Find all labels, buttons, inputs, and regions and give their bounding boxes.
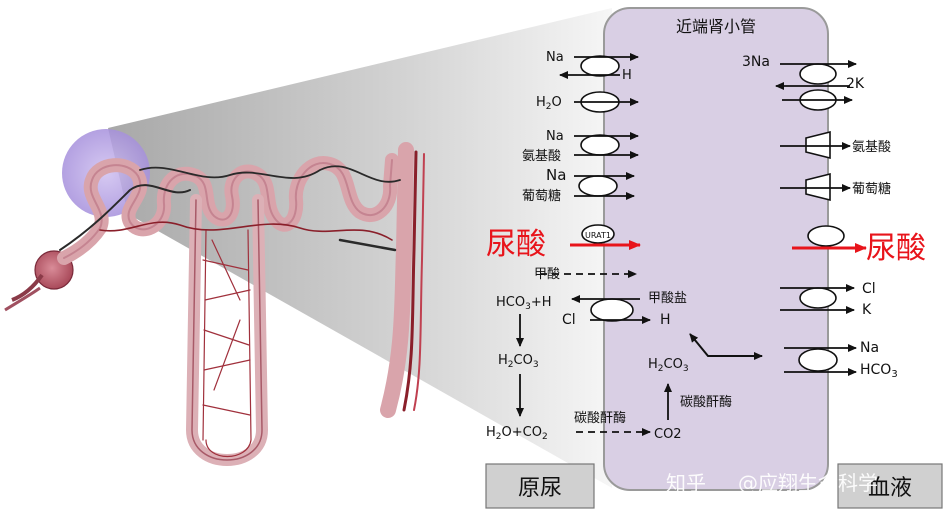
label-na-3: Na bbox=[546, 166, 566, 184]
label-formate: 甲酸盐 bbox=[648, 291, 687, 306]
amino-acid-carrier bbox=[805, 130, 831, 160]
apical-arrows bbox=[540, 53, 651, 324]
label-formic-acid: 甲酸 bbox=[534, 267, 560, 282]
label-glucose: 葡萄糖 bbox=[522, 188, 561, 204]
label-h2co3-cell: H2CO3 bbox=[648, 357, 689, 374]
label-na-blood: Na bbox=[860, 340, 879, 356]
label-2k: 2K bbox=[846, 76, 865, 92]
label-3na: 3Na bbox=[742, 54, 770, 70]
label-na-in: Na bbox=[546, 50, 564, 65]
lumen-label: 原尿 bbox=[518, 476, 562, 501]
label-h2o-co2: H2O+CO2 bbox=[486, 425, 548, 442]
label-h2co3-lumen: H2CO3 bbox=[498, 353, 539, 370]
collecting-duct bbox=[380, 142, 414, 418]
na-k-atpase-1 bbox=[799, 63, 837, 85]
label-cl-blood: Cl bbox=[862, 281, 876, 297]
na-h-exchanger bbox=[580, 55, 620, 77]
urat1-transporter bbox=[581, 224, 615, 244]
label-h-out: H bbox=[622, 68, 632, 83]
label-k-blood: K bbox=[862, 302, 872, 318]
label-hco3-h: HCO3+H bbox=[496, 295, 552, 312]
label-uric-acid-blood: 尿酸 bbox=[866, 231, 926, 266]
uric-acid-basolateral-transporter bbox=[807, 225, 845, 247]
nephron-illustration bbox=[4, 8, 612, 488]
label-h2o: H2O bbox=[536, 95, 562, 112]
label-h-cell: H bbox=[660, 312, 671, 328]
na-hco3-cotransporter bbox=[798, 348, 838, 372]
watermark-site: 知乎 bbox=[666, 471, 706, 495]
sglt-transporter bbox=[578, 175, 618, 197]
label-co2-cell: CO2 bbox=[654, 427, 682, 442]
label-na-2: Na bbox=[546, 129, 564, 144]
label-carbonic-anhydrase-lumen: 碳酸酐酶 bbox=[574, 410, 626, 426]
watermark: 知乎 @应翔生命科学 bbox=[666, 471, 878, 495]
label-amino-acid-blood: 氨基酸 bbox=[852, 140, 891, 155]
label-glucose-blood: 葡萄糖 bbox=[852, 181, 891, 197]
lumen-label-box bbox=[485, 463, 595, 509]
label-amino-acid: 氨基酸 bbox=[522, 149, 561, 164]
label-hco3-blood: HCO3 bbox=[860, 362, 898, 380]
label-cl-apical: Cl bbox=[562, 312, 576, 328]
label-carbonic-anhydrase-cell: 碳酸酐酶 bbox=[680, 394, 732, 410]
basolateral-membrane-transporters bbox=[798, 63, 845, 372]
apical-membrane-transporters bbox=[578, 55, 634, 322]
basolateral-arrows bbox=[775, 60, 857, 376]
zoom-beam bbox=[108, 8, 612, 488]
cell-title: 近端肾小管 bbox=[676, 17, 756, 36]
na-amino-acid-cotransporter bbox=[580, 134, 620, 156]
label-urat1: URAT1 bbox=[585, 231, 611, 240]
glucose-carrier bbox=[805, 172, 831, 202]
cl-formate-exchanger bbox=[590, 298, 634, 322]
kcl-cotransporter bbox=[799, 287, 837, 309]
blood-label: 血液 bbox=[868, 476, 912, 501]
watermark-author: @应翔生命科学 bbox=[738, 471, 878, 495]
blood-label-box bbox=[837, 463, 943, 509]
label-uric-acid-lumen: 尿酸 bbox=[486, 227, 546, 262]
